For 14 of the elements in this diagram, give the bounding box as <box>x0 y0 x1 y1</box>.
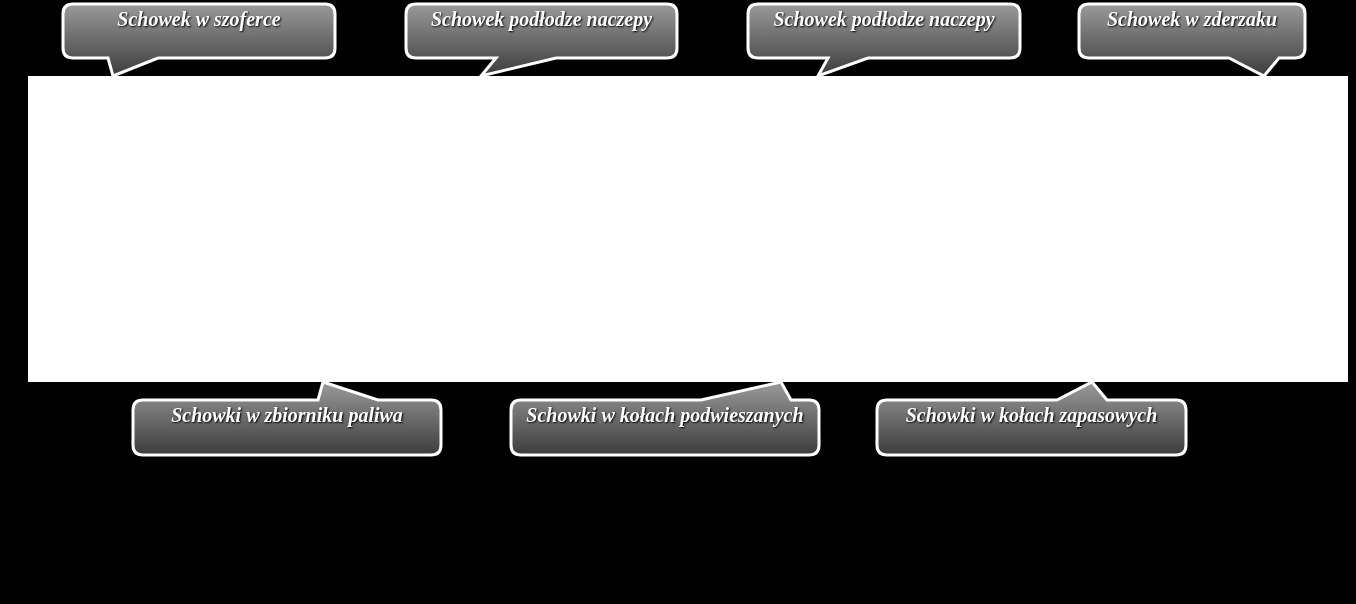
callout-text: Schowki w kołach podwieszanych <box>525 404 805 427</box>
callout-bubble <box>133 382 441 455</box>
callout-bubble <box>877 382 1186 455</box>
callout-text: Schowek w szoferce <box>116 8 282 31</box>
callout-text: Schowki w zbiorniku paliwa <box>170 404 404 427</box>
callout-bubble <box>748 4 1020 76</box>
callout-text: Schowki w kołach zapasowych <box>904 404 1159 427</box>
callout-bubble <box>63 4 335 76</box>
callout-text: Schowek w zderzaku <box>1106 8 1278 31</box>
callout-bubble <box>1079 4 1305 76</box>
callout-bubble <box>406 4 677 76</box>
callout-text: Schowek podłodze naczepy <box>429 8 654 31</box>
callout-bubble <box>511 382 819 455</box>
callout-text: Schowek podłodze naczepy <box>772 8 996 31</box>
